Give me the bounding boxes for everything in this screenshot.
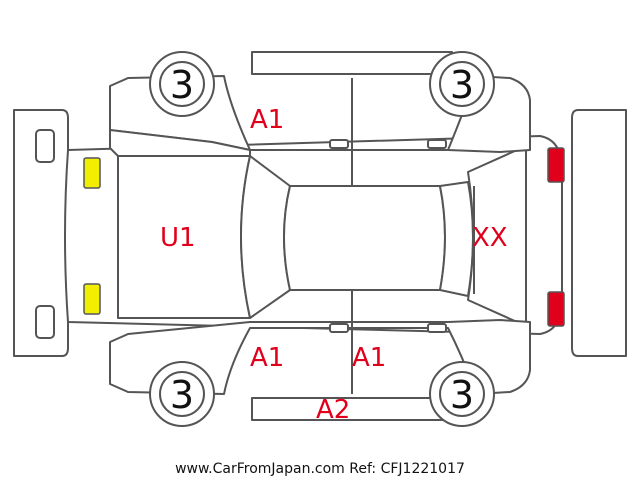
front-light-top — [83, 157, 101, 189]
damage-code-rear-right-door: A1 — [352, 343, 386, 373]
damage-code-front-left-door: A1 — [250, 105, 284, 135]
top-side-lower — [109, 129, 251, 157]
front-bumper-slot-top — [35, 129, 55, 163]
rear-bumper — [571, 109, 627, 357]
damage-code-front-right-door: A1 — [250, 343, 284, 373]
damage-code-rear-bumper: XX — [472, 223, 508, 253]
tire-rear-left-value: 3 — [450, 63, 474, 107]
car-outline — [13, 51, 627, 421]
rear-window — [439, 181, 474, 297]
tire-rear-right-value: 3 — [450, 373, 474, 417]
tire-rear-right-inner — [439, 371, 485, 417]
trunk-panel — [467, 145, 527, 327]
roof — [283, 185, 446, 291]
tire-front-right-inner — [159, 371, 205, 417]
tire-front-left-value: 3 — [170, 63, 194, 107]
bottom-side-sill — [251, 397, 453, 421]
rear-light-top — [547, 147, 565, 183]
bottom-side-handle-1 — [329, 323, 349, 333]
footer-reference: www.CarFromJapan.com Ref: CFJ1221017 — [175, 461, 465, 477]
damage-code-hood: U1 — [160, 223, 196, 253]
top-side-handle-2 — [427, 139, 447, 149]
front-bumper-slot-bottom — [35, 305, 55, 339]
tire-front-left-inner — [159, 61, 205, 107]
top-side-sill — [251, 51, 453, 75]
rear-light-bottom — [547, 291, 565, 327]
windshield — [240, 155, 291, 319]
bottom-side-handle-2 — [427, 323, 447, 333]
front-bumper — [13, 109, 69, 357]
tire-rear-left-inner — [439, 61, 485, 107]
top-side-handle-1 — [329, 139, 349, 149]
tire-front-right-value: 3 — [170, 373, 194, 417]
damage-code-right-side-sill: A2 — [316, 395, 350, 425]
front-light-bottom — [83, 283, 101, 315]
